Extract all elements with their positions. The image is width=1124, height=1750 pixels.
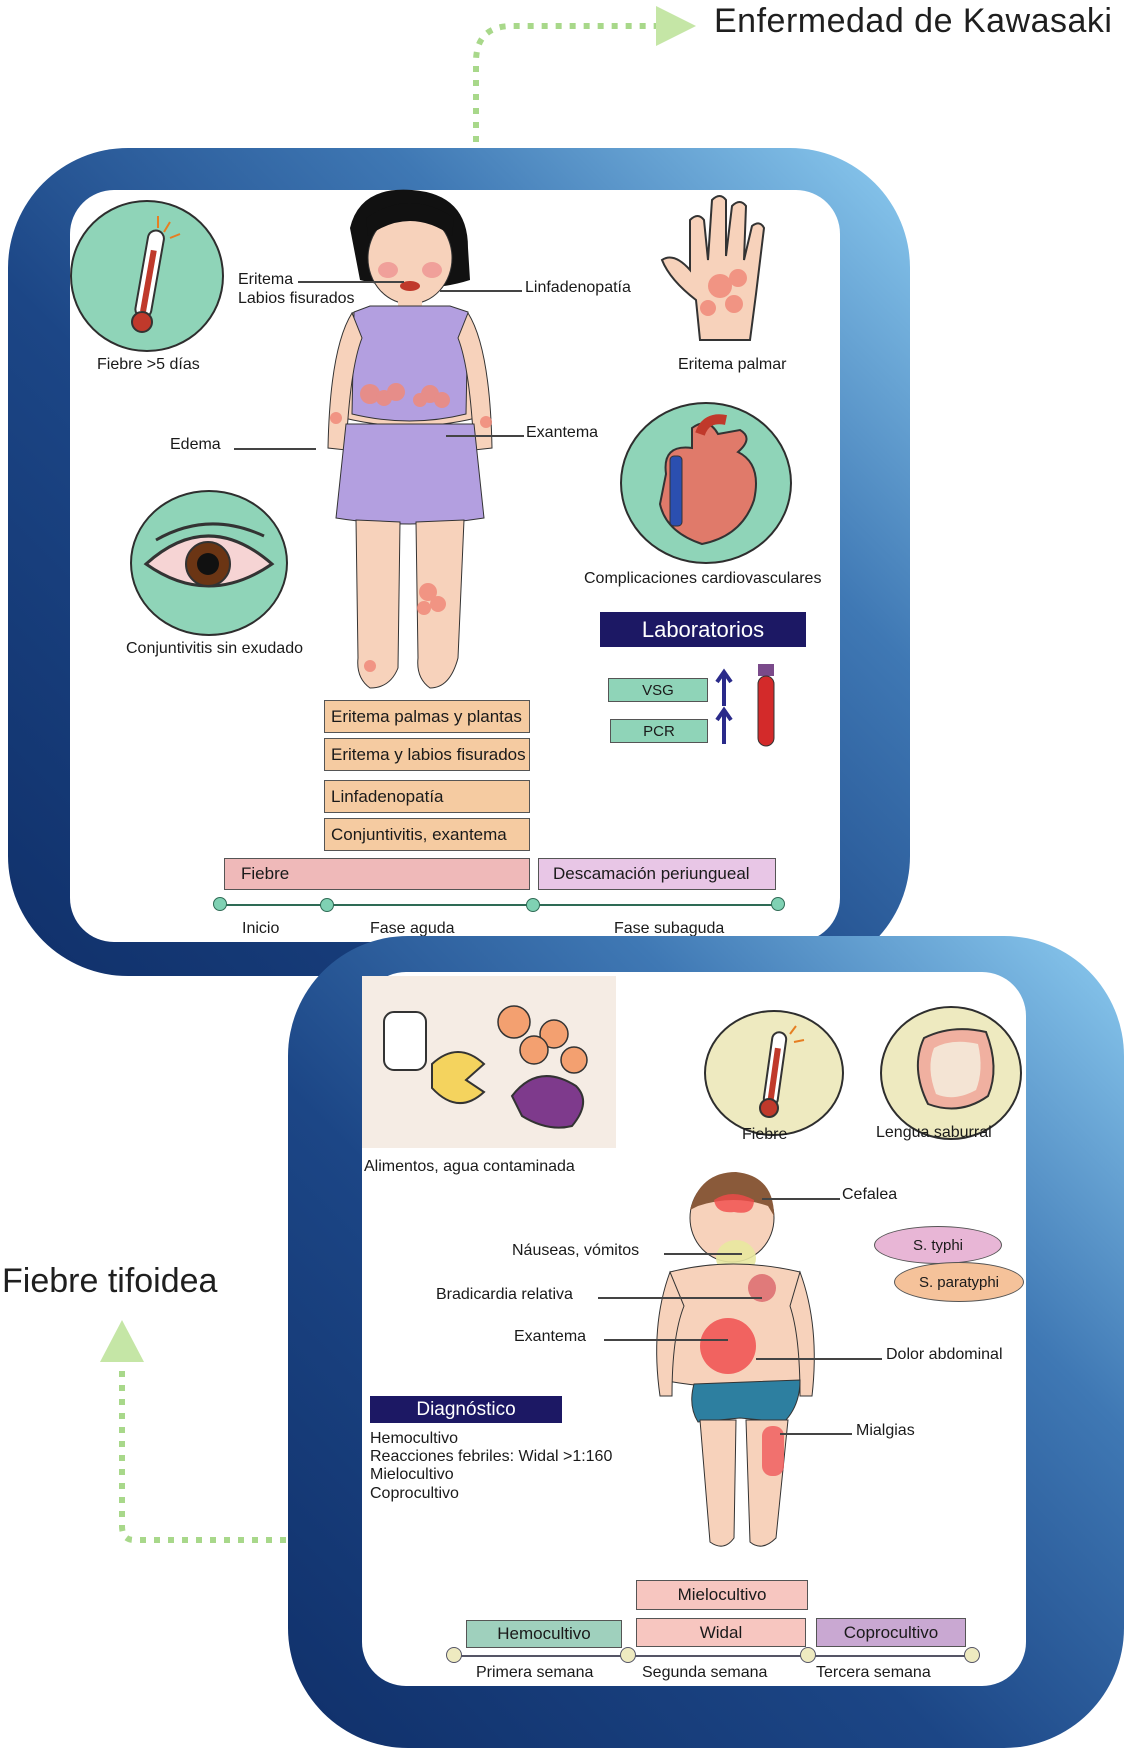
cardio-label: Complicaciones cardiovasculares <box>584 570 822 587</box>
heart-circle <box>620 402 792 564</box>
thermometer-icon <box>131 216 181 333</box>
diagnosis-item: Hemocultivo <box>370 1430 459 1447</box>
timeline-dot <box>771 897 785 911</box>
up-arrow-icon <box>715 668 733 744</box>
test-widal: Widal <box>636 1618 806 1647</box>
diagnosis-item: Coprocultivo <box>370 1485 459 1502</box>
test-hemocultivo: Hemocultivo <box>466 1620 622 1648</box>
tifoidea-fever-label: Fiebre <box>742 1126 788 1143</box>
stack-conjuntivitis: Conjuntivitis, exantema <box>324 818 530 851</box>
myalgia-label: Mialgias <box>856 1422 915 1439</box>
week-dot <box>964 1647 980 1663</box>
leader-line <box>598 1297 762 1299</box>
edema-label: Edema <box>170 436 221 453</box>
palm-icon <box>660 195 766 341</box>
child-figure-2 <box>656 1172 815 1547</box>
diagnosis-item: Mielocultivo <box>370 1466 454 1483</box>
fiebre-bar: Fiebre <box>224 858 530 890</box>
timeline-inicio: Inicio <box>242 920 280 937</box>
fever-label: Fiebre >5 días <box>97 356 200 373</box>
brady-label: Bradicardia relativa <box>436 1286 573 1303</box>
food-panel <box>362 976 616 1148</box>
test-coprocultivo: Coprocultivo <box>816 1618 966 1647</box>
week-dot <box>800 1647 816 1663</box>
lab-item-pcr: PCR <box>610 719 708 743</box>
thermometer-circle <box>70 200 224 352</box>
leader-line <box>234 448 316 450</box>
conjunct-label: Conjuntivitis sin exudado <box>126 640 303 657</box>
weeks-line <box>454 1655 974 1657</box>
test-mielocultivo: Mielocultivo <box>636 1580 808 1610</box>
leader-line <box>762 1198 840 1200</box>
heart-icon <box>658 414 757 546</box>
timeline-fase-subaguda: Fase subaguda <box>614 920 725 937</box>
leader-line <box>440 290 522 292</box>
thermometer-icon <box>759 1025 805 1118</box>
week-3: Tercera semana <box>816 1664 931 1681</box>
s-typhi-badge: S. typhi <box>874 1226 1002 1264</box>
diagnosis-item: Reacciones febriles: Widal >1:160 <box>370 1448 613 1465</box>
timeline-dot <box>213 897 227 911</box>
food-icon <box>383 1005 588 1129</box>
abdominal-label: Dolor abdominal <box>886 1346 1003 1363</box>
leader-line <box>446 435 524 437</box>
descamacion-bar: Descamación periungueal <box>538 858 776 890</box>
tifoidea-thermometer-circle <box>704 1010 844 1136</box>
week-dot <box>446 1647 462 1663</box>
leader-line <box>780 1433 852 1435</box>
leader-line <box>298 281 404 283</box>
blood-tube-icon <box>757 664 775 747</box>
eye-icon <box>143 522 275 588</box>
eye-circle <box>130 490 288 636</box>
stack-eritema-labios: Eritema y labios fisurados <box>324 738 530 771</box>
labs-header: Laboratorios <box>600 612 806 647</box>
timeline-dot <box>320 898 334 912</box>
tifoidea-exanthem-label: Exantema <box>514 1328 587 1345</box>
leader-line <box>604 1339 728 1341</box>
week-2: Segunda semana <box>642 1664 768 1681</box>
stack-eritema-palmas: Eritema palmas y plantas <box>324 700 530 733</box>
stack-linfadenopatia: Linfadenopatía <box>324 780 530 813</box>
timeline-line <box>220 904 778 906</box>
leader-line <box>664 1253 742 1255</box>
s-paratyphi-badge: S. paratyphi <box>894 1262 1024 1302</box>
headache-label: Cefalea <box>842 1186 898 1203</box>
tongue-icon <box>916 1028 995 1110</box>
kawasaki-title: Enfermedad de Kawasaki <box>714 2 1113 40</box>
food-label: Alimentos, agua contaminada <box>364 1158 575 1175</box>
kawasaki-exanthem-label: Exantema <box>526 424 599 441</box>
lab-item-vsg: VSG <box>608 678 708 702</box>
week-1: Primera semana <box>476 1664 594 1681</box>
tongue-circle <box>880 1006 1022 1140</box>
timeline-dot <box>526 898 540 912</box>
diagnosis-header: Diagnóstico <box>370 1396 562 1423</box>
leader-line <box>756 1358 882 1360</box>
nausea-label: Náuseas, vómitos <box>512 1242 640 1259</box>
tongue-label: Lengua saburral <box>876 1124 992 1141</box>
lymph-label: Linfadenopatía <box>525 279 631 296</box>
child-figure <box>327 189 493 689</box>
timeline-fase-aguda: Fase aguda <box>370 920 455 937</box>
tifoidea-title: Fiebre tifoidea <box>2 1262 218 1300</box>
palm-label: Eritema palmar <box>678 356 787 373</box>
week-dot <box>620 1647 636 1663</box>
